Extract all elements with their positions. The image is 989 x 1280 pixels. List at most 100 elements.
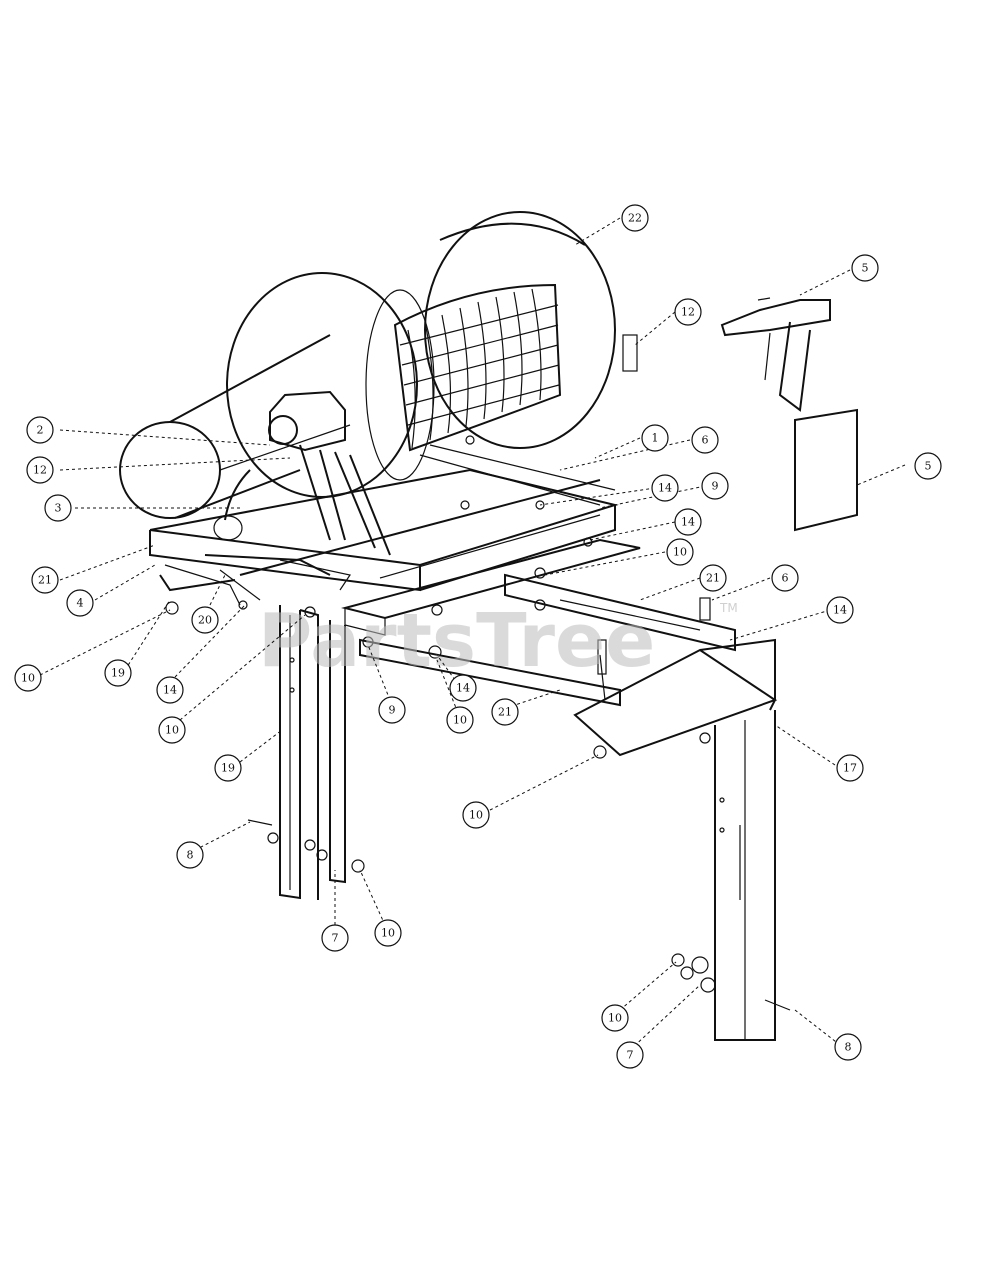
callout-20: 20	[191, 606, 219, 634]
callout-number: 10	[165, 724, 179, 737]
callout-number: 6	[782, 572, 789, 585]
callout-21c: 21	[491, 698, 519, 726]
callout-10d: 10	[446, 706, 474, 734]
callout-number: 10	[21, 672, 35, 685]
callout-circle	[44, 494, 72, 522]
callout-8b: 8	[834, 1033, 862, 1061]
callout-circle	[321, 924, 349, 952]
hose-reel	[226, 211, 638, 498]
hose-coil	[393, 283, 562, 452]
callout-number: 10	[453, 714, 467, 727]
callout-6b: 6	[771, 564, 799, 592]
callout-number: 19	[221, 762, 235, 775]
leader-lines	[39, 217, 906, 1051]
callout-12a: 12	[674, 298, 702, 326]
callout-5b: 5	[914, 452, 942, 480]
callout-10g: 10	[601, 1004, 629, 1032]
callout-14c: 14	[826, 596, 854, 624]
callout-14e: 14	[449, 674, 477, 702]
callout-number: 10	[381, 927, 395, 940]
spray-gun	[720, 297, 831, 412]
callout-circle	[826, 596, 854, 624]
right-stand	[573, 638, 778, 1041]
callout-number: 10	[608, 1012, 622, 1025]
callout-circle	[156, 676, 184, 704]
callout-number: 2	[37, 424, 44, 437]
callout-4: 4	[66, 589, 94, 617]
callout-14b: 14	[674, 508, 702, 536]
callout-number: 14	[163, 684, 177, 697]
callout-10b: 10	[14, 664, 42, 692]
callout-number: 14	[456, 682, 470, 695]
callout-number: 14	[833, 604, 847, 617]
callout-circle	[674, 298, 702, 326]
callout-number: 7	[332, 932, 339, 945]
callout-21b: 21	[699, 564, 727, 592]
callout-22: 22	[621, 204, 649, 232]
callout-number: 21	[498, 706, 512, 719]
callout-7a: 7	[321, 924, 349, 952]
callout-number: 21	[38, 574, 52, 587]
callout-number: 5	[862, 262, 869, 275]
callout-circle	[104, 659, 132, 687]
callout-6a: 6	[691, 426, 719, 454]
callout-number: 12	[33, 464, 47, 477]
callout-number: 7	[627, 1049, 634, 1062]
callout-number: 10	[673, 546, 687, 559]
callout-number: 17	[843, 762, 857, 775]
callout-circle	[666, 538, 694, 566]
watermark-logo: PartsTree TM	[258, 598, 738, 684]
callout-3: 3	[44, 494, 72, 522]
callout-number: 3	[55, 502, 62, 515]
callout-number: 19	[111, 667, 125, 680]
callout-circle	[66, 589, 94, 617]
callout-circle	[771, 564, 799, 592]
callout-circle	[701, 472, 729, 500]
watermark-text: PartsTree	[258, 598, 655, 684]
motor-housing	[119, 334, 391, 556]
decal-sheet	[794, 408, 858, 532]
hardware	[165, 435, 791, 1011]
callout-circle	[158, 716, 186, 744]
watermark-tm: TM	[719, 601, 738, 615]
callout-circle	[836, 754, 864, 782]
callout-circle	[462, 801, 490, 829]
callout-circle	[674, 508, 702, 536]
callout-number: 20	[198, 614, 212, 627]
callout-number: 12	[681, 306, 695, 319]
callout-circle	[491, 698, 519, 726]
callout-circle	[176, 841, 204, 869]
callout-9a: 9	[701, 472, 729, 500]
callout-circle	[14, 664, 42, 692]
callout-2: 2	[26, 416, 54, 444]
callout-circle	[691, 426, 719, 454]
callout-number: 8	[187, 849, 194, 862]
callout-circle	[914, 452, 942, 480]
callout-10c: 10	[158, 716, 186, 744]
callout-circle	[641, 424, 669, 452]
callout-number: 6	[702, 434, 709, 447]
callout-number: 21	[706, 572, 720, 585]
callout-19b: 19	[214, 754, 242, 782]
callout-number: 14	[681, 516, 695, 529]
callout-number: 5	[925, 460, 932, 473]
callout-circle	[601, 1004, 629, 1032]
callout-5a: 5	[851, 254, 879, 282]
callout-number: 9	[389, 704, 396, 717]
callout-circle	[699, 564, 727, 592]
callout-circle	[191, 606, 219, 634]
callout-12b: 12	[26, 456, 54, 484]
callout-circle	[446, 706, 474, 734]
callout-number: 14	[658, 482, 672, 495]
callout-circle	[834, 1033, 862, 1061]
callout-14a: 14	[651, 474, 679, 502]
callout-17: 17	[836, 754, 864, 782]
upper-frame	[149, 444, 641, 636]
callout-circle	[851, 254, 879, 282]
callout-circle	[378, 696, 406, 724]
callout-1: 1	[641, 424, 669, 452]
callout-number: 9	[712, 480, 719, 493]
callout-8a: 8	[176, 841, 204, 869]
